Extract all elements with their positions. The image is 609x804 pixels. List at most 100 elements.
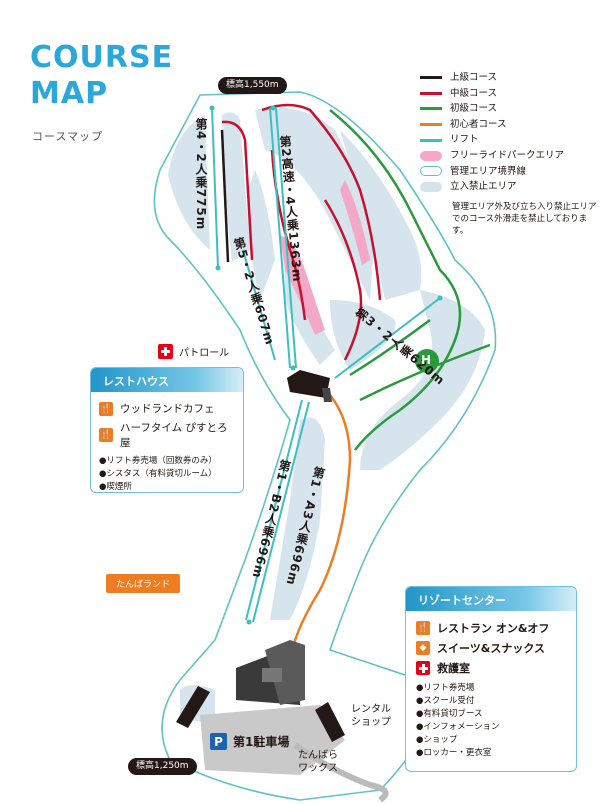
resort-center-bullet: ●ショップ	[416, 735, 458, 745]
lift-line-1b	[245, 399, 303, 621]
rest-house-building	[287, 370, 332, 402]
legend-swatch	[420, 107, 442, 111]
restricted-area	[247, 170, 275, 300]
altitude-top-badge: 標高1,550m	[218, 77, 287, 94]
legend-swatch	[420, 150, 442, 161]
waxes-line2: ワックス	[298, 763, 338, 774]
lift-line-2a	[269, 107, 291, 369]
restricted-area	[255, 107, 375, 300]
fork-knife-icon: 🍴	[416, 621, 430, 635]
resort-center-facility: 🍴 レストラン オン&オフ	[416, 620, 566, 636]
rest-house-bullet: ●リフト券売場（回数券のみ）	[99, 456, 217, 466]
lift-line-4	[211, 107, 219, 269]
rest-house-bullet: ●喫煙所	[99, 482, 132, 492]
ice-cream-icon: ◆	[416, 641, 430, 655]
restricted-areas	[168, 107, 485, 722]
fork-knife-icon: 🍴	[99, 428, 113, 442]
legend-label: 中級コース	[450, 87, 498, 99]
legend-item: 立入禁止エリア	[420, 179, 600, 195]
resort-center-building	[236, 640, 305, 705]
lift-station	[437, 295, 443, 301]
parking-name: 第1駐車場	[233, 735, 290, 749]
rest-house-bullet: ●シスタス（有料貸切ルーム）	[99, 469, 217, 479]
legend-swatch	[420, 123, 442, 127]
legend-item: フリーライドパークエリア	[420, 148, 600, 164]
patrol-label: パトロール	[179, 348, 230, 359]
tanbaland-label: たんばランド	[106, 574, 181, 593]
intermediate-course	[323, 199, 363, 361]
novice-course	[288, 394, 352, 661]
parking-label: P 第1駐車場	[210, 733, 289, 750]
lift-line-5	[242, 249, 276, 361]
legend-label: フリーライドパークエリア	[450, 149, 565, 161]
intermediate-course	[221, 120, 254, 261]
altitude-bottom-badge: 標高1,250m	[128, 758, 197, 775]
title-line1: COURSE	[30, 40, 174, 75]
lift-station	[209, 105, 215, 111]
legend-item: リフト	[420, 132, 600, 148]
resort-center-bullet: ●スクール受付	[416, 696, 475, 706]
legend-item: 管理エリア境界線	[420, 164, 600, 180]
resort-center-bullet: ●有料貸切ブース	[416, 709, 483, 719]
legend-item: 上級コース	[420, 70, 600, 86]
page-title: COURSE MAP	[30, 40, 173, 112]
first-aid-icon	[158, 344, 173, 359]
facility-label: ウッドランドカフェ	[120, 403, 215, 415]
beginner-course	[329, 109, 462, 451]
legend-label: 初級コース	[450, 103, 498, 115]
rental-shop-label: レンタル ショップ	[351, 703, 391, 729]
lift-line-2b	[275, 107, 297, 369]
lift-station	[270, 105, 276, 111]
resort-center-facility: ◆ スイーツ&スナックス	[416, 640, 566, 656]
resort-center-bullet: ●インフォメーション	[416, 722, 500, 732]
legend: 上級コース中級コース初級コース初心者コースリフトフリーライドパークエリア管理エリ…	[420, 70, 600, 195]
waxes-line1: たんばら	[298, 750, 338, 761]
road	[293, 742, 389, 803]
rental-shop-line1: レンタル	[351, 704, 391, 715]
rest-house-facility: 🍴 ウッドランドカフェ	[99, 401, 235, 416]
parking-icon: P	[210, 733, 227, 750]
legend-label: 管理エリア境界線	[450, 165, 527, 177]
legend-swatch	[420, 166, 442, 177]
legend-swatch	[420, 76, 442, 80]
rest-house-facility: 🍴 ハーフタイム ぴすとろ屋	[99, 420, 235, 450]
beginner-course	[349, 318, 431, 377]
restricted-area	[360, 290, 485, 470]
legend-label: 初心者コース	[450, 118, 507, 130]
resort-center-title: リゾートセンター	[406, 587, 576, 611]
restricted-area	[168, 115, 210, 250]
lift-station	[290, 365, 296, 371]
rest-house-title: レストハウス	[91, 368, 243, 392]
legend-label: リフト	[450, 134, 479, 146]
lift-line-1a	[252, 401, 310, 623]
lift-station	[215, 265, 221, 271]
advanced-course	[220, 129, 230, 263]
waxes-building	[315, 702, 345, 742]
facility-label: 救護室	[437, 662, 470, 675]
facility-label: スイーツ&スナックス	[437, 642, 546, 655]
freeride-park-areas	[280, 180, 370, 335]
resort-center-panel: リゾートセンター 🍴 レストラン オン&オフ ◆ スイーツ&スナックス 救護室 …	[405, 586, 577, 772]
legend-note: 管理エリア外及び立ち入り禁止エリアでのコース外滑走を禁止しております。	[452, 202, 597, 236]
freeride-park-area	[340, 180, 370, 265]
fork-knife-icon: 🍴	[99, 401, 113, 416]
resort-center-bullet: ●リフト券売場	[416, 683, 475, 693]
legend-label: 立入禁止エリア	[450, 181, 517, 193]
restricted-area	[270, 417, 325, 620]
facility-label: レストラン オン&オフ	[437, 622, 550, 635]
rest-house-panel: レストハウス 🍴 ウッドランドカフェ 🍴 ハーフタイム ぴすとろ屋 ●リフト券売…	[90, 367, 244, 493]
lift-label-4: 第4・2人乗775m	[194, 118, 208, 231]
helipad-circle	[415, 349, 439, 373]
restricted-area	[222, 112, 250, 262]
patrol: パトロール	[158, 344, 229, 359]
facility-label: ハーフタイム ぴすとろ屋	[120, 422, 228, 449]
rental-shop-building	[176, 686, 210, 728]
legend-item: 中級コース	[420, 86, 600, 102]
legend-swatch	[420, 181, 442, 192]
lift-line-3	[334, 297, 441, 379]
legend-label: 上級コース	[450, 72, 498, 83]
restricted-area	[330, 300, 396, 370]
first-aid-icon	[416, 661, 430, 675]
freeride-park-area	[280, 235, 325, 335]
